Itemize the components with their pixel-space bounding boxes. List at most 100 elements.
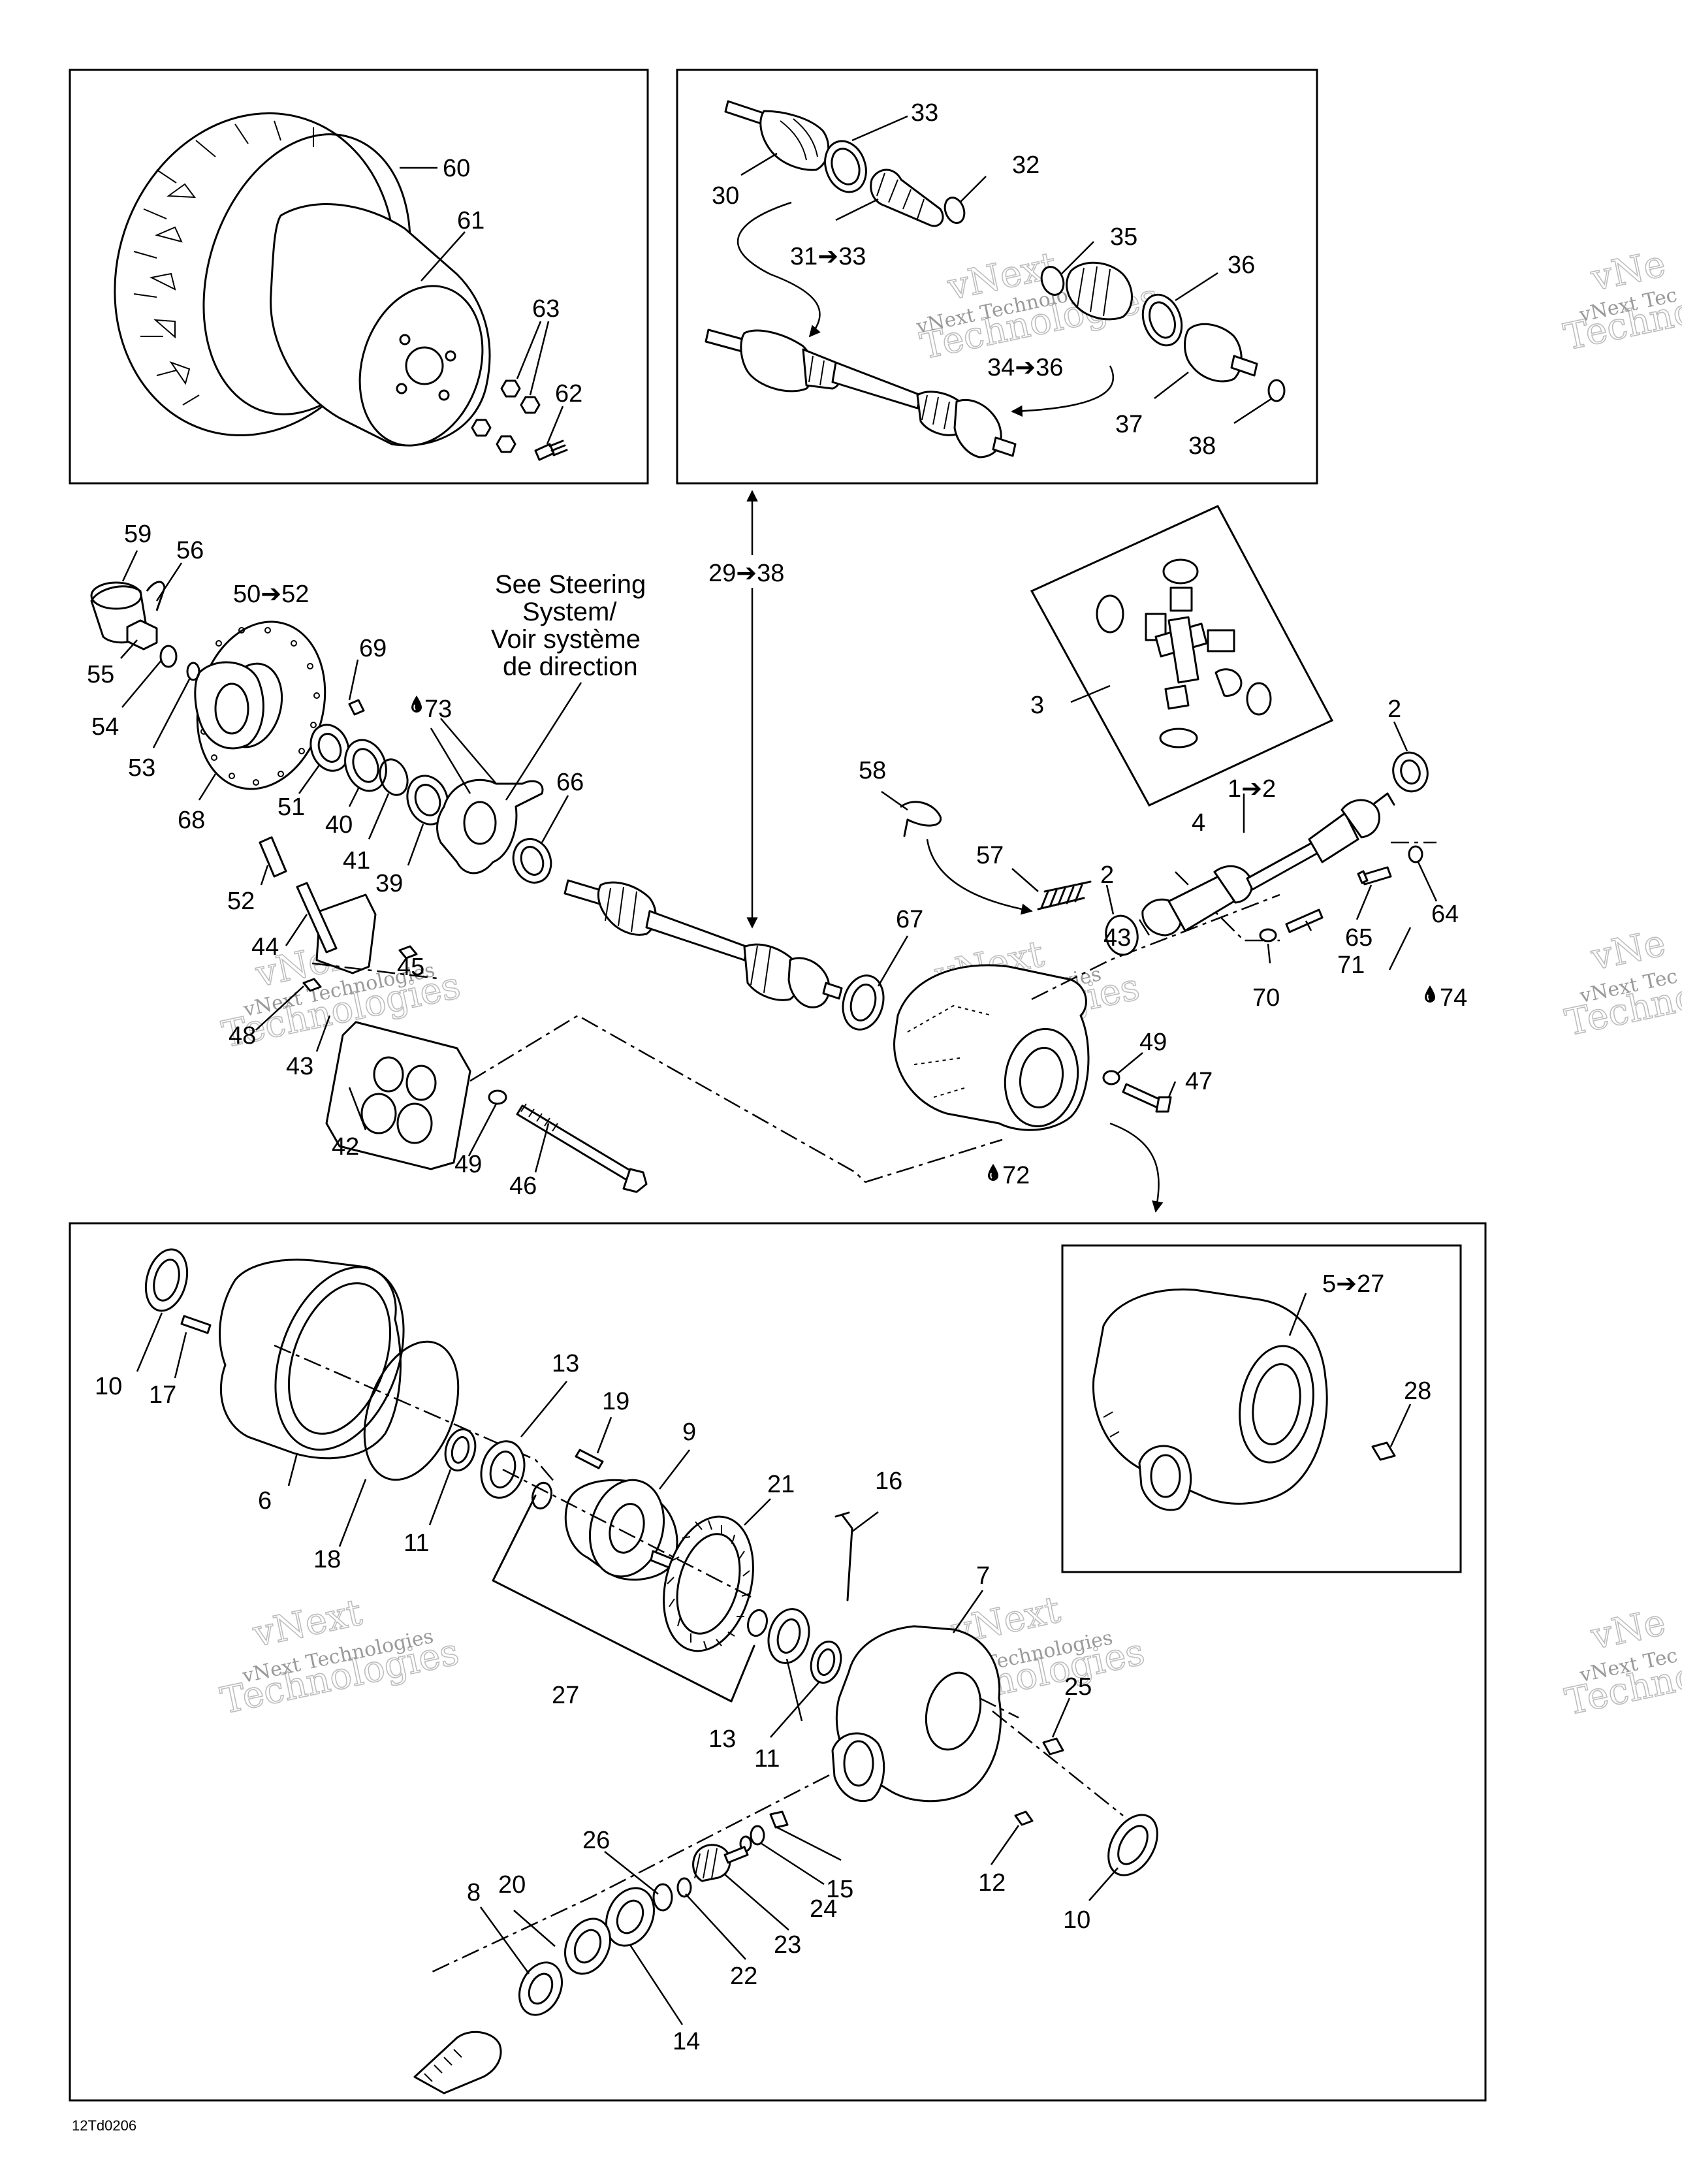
nut-43 [302,978,322,992]
steering-note-line3: Voir système [491,625,641,654]
callout-43b: 43 [1103,924,1131,952]
drive-shaft-assembly [705,329,1017,458]
callout-43a: 43 [286,1053,313,1080]
callout-58: 58 [859,757,886,784]
drive-shaft-box [676,69,1318,485]
svg-text:72: 72 [1002,1162,1030,1189]
bolt-12 [1014,1810,1034,1826]
callout-23: 23 [774,1931,801,1959]
circlip-13c [747,1609,768,1637]
callout-27: 27 [552,1682,579,1709]
callout-11a: 11 [404,1530,429,1557]
callout-36: 36 [1228,251,1255,279]
ring-gear-21 [663,1515,754,1652]
callout-59: 59 [124,521,151,548]
front-axle-shaft [563,879,843,1008]
callout-39: 39 [375,870,403,897]
circlip-41 [379,758,409,796]
callout-74: 74 [1440,984,1467,1012]
callout-26: 26 [582,1827,610,1854]
callout-21: 21 [767,1471,795,1498]
callout-60: 60 [443,155,470,182]
bracket-27 [492,1494,755,1703]
callout-44: 44 [251,933,279,961]
lubricant-icon-74 [1424,985,1436,1003]
callout-54: 54 [91,713,119,741]
bearing-13b [767,1608,810,1664]
callout-64: 64 [1431,901,1459,928]
flow-arrow-34 [1011,365,1114,417]
callout-68: 68 [178,807,205,834]
spring-57 [1037,880,1092,910]
callout-71: 71 [1337,952,1365,979]
callout-18: 18 [313,1546,341,1573]
wheel-stud-62 [534,440,568,461]
callout-55: 55 [87,661,114,688]
callout-8: 8 [467,1879,481,1906]
callout-49a: 49 [454,1151,482,1178]
callout-38: 38 [1188,432,1216,460]
callout-29-38: 29➔38 [708,560,784,587]
propeller-shaft [1141,792,1395,937]
callout-20: 20 [498,1871,526,1899]
callout-7: 7 [976,1562,990,1590]
steering-note-line4: de direction [503,652,638,681]
boot-31 [870,169,944,227]
washer-24 [750,1825,765,1846]
bushing-2b [1105,914,1139,956]
circlip-26 [652,1883,673,1912]
clamp-32 [944,197,966,224]
o-ring-18 [363,1340,460,1481]
flow-arrow-31 [737,201,821,338]
callout-2a: 2 [1388,696,1401,723]
lubricant-icon-72 [987,1163,999,1181]
housing-assembly-5 [1092,1288,1328,1511]
nut-15 [769,1810,789,1829]
callout-57: 57 [976,842,1004,869]
seal-10b [1107,1814,1158,1876]
through-bolt-46 [516,1103,648,1193]
callout-2b: 2 [1100,861,1114,889]
cotter-pin-56 [146,581,166,611]
callout-3: 3 [1030,692,1044,719]
callout-15: 15 [826,1876,853,1903]
boot-34 [1066,261,1133,321]
seal-51 [309,724,350,772]
washer-54 [159,645,178,668]
leader-lines [120,115,1438,2025]
callout-13b: 13 [708,1726,736,1753]
seal-11a [444,1428,477,1471]
callout-47: 47 [1185,1068,1213,1095]
hub-50 [194,661,264,750]
differential-box [69,1222,1487,2102]
callout-14: 14 [673,2028,700,2055]
inner-cv-joint-37 [1184,323,1258,383]
callout-69: 69 [359,635,387,662]
yoke-end [413,2031,502,2095]
callout-17: 17 [149,1381,176,1409]
callout-10a: 10 [95,1373,122,1400]
washer-64 [1408,845,1423,863]
lubricant-icon-73 [411,695,422,713]
pinion-gear-23 [692,1844,749,1882]
callout-4: 4 [1192,809,1205,837]
callout-labels: 60 61 63 62 33 32 30 31➔33 35 36 34➔36 3… [72,99,1467,2134]
callout-28: 28 [1404,1377,1431,1405]
washer-49 [488,1089,507,1105]
housing-cover-6 [219,1259,405,1460]
differential-housing-7 [831,1625,1002,1803]
clamp-36 [1141,293,1183,347]
callout-5-27: 5➔27 [1322,1270,1384,1298]
callout-50-52: 50➔52 [233,581,309,608]
callout-67: 67 [896,906,923,933]
bolt-71 [1285,908,1324,933]
knuckle [436,779,544,875]
callout-9: 9 [682,1419,696,1446]
callout-62: 62 [555,380,582,408]
drawing-code: 12Td0206 [72,2117,136,2134]
callout-16: 16 [875,1468,902,1495]
housing-assembly-box [1061,1244,1462,1573]
callout-10b: 10 [1063,1906,1090,1934]
callout-22: 22 [730,1963,757,1990]
